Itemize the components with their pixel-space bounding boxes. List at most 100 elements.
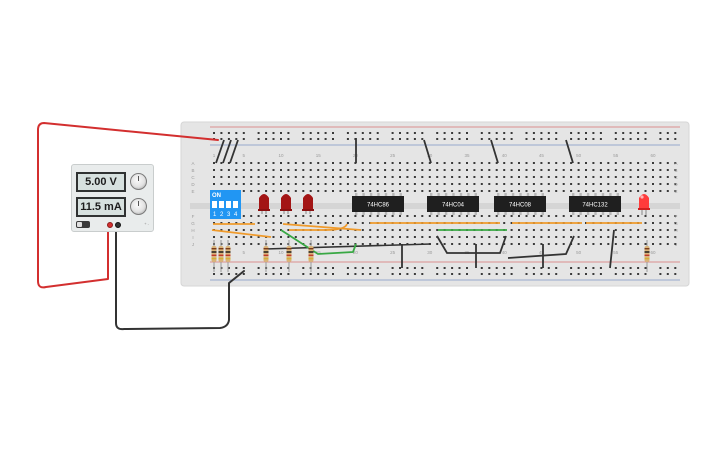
grid-hole[interactable] — [540, 183, 543, 185]
grid-hole[interactable] — [399, 243, 401, 245]
grid-hole[interactable] — [644, 236, 647, 238]
grid-hole[interactable] — [384, 215, 387, 217]
grid-hole[interactable] — [458, 169, 461, 171]
grid-hole[interactable] — [614, 169, 617, 171]
grid-hole[interactable] — [294, 190, 297, 192]
grid-hole[interactable] — [488, 176, 491, 178]
grid-hole[interactable] — [242, 229, 245, 231]
grid-hole[interactable] — [547, 190, 550, 192]
grid-hole[interactable] — [242, 169, 245, 171]
wire-orange-2[interactable] — [211, 229, 272, 238]
rail-hole[interactable] — [346, 132, 349, 134]
rail-hole[interactable] — [585, 138, 587, 140]
rail-hole[interactable] — [443, 132, 446, 134]
grid-hole[interactable] — [399, 229, 401, 231]
wire-black-chip2-gnd[interactable] — [436, 235, 507, 254]
grid-hole[interactable] — [495, 243, 498, 245]
rail-hole[interactable] — [503, 267, 506, 269]
rail-hole[interactable] — [555, 267, 558, 269]
rail-hole[interactable] — [280, 273, 282, 275]
wire-black-rail-1[interactable] — [215, 139, 225, 164]
grid-hole[interactable] — [384, 243, 387, 245]
grid-hole[interactable] — [339, 183, 342, 185]
grid-hole[interactable] — [518, 229, 520, 231]
grid-hole[interactable] — [272, 176, 275, 178]
grid-hole[interactable] — [547, 176, 550, 178]
rail-hole[interactable] — [540, 138, 543, 140]
rail-hole[interactable] — [399, 273, 401, 275]
wire-black-chip4-vcc[interactable] — [565, 139, 574, 164]
grid-hole[interactable] — [540, 229, 543, 231]
grid-hole[interactable] — [406, 183, 409, 185]
grid-hole[interactable] — [659, 183, 662, 185]
rail-hole[interactable] — [369, 132, 372, 134]
rail-hole[interactable] — [629, 267, 632, 269]
grid-hole[interactable] — [562, 176, 565, 178]
grid-hole[interactable] — [443, 236, 446, 238]
grid-hole[interactable] — [250, 229, 253, 231]
grid-hole[interactable] — [220, 169, 223, 171]
grid-hole[interactable] — [585, 190, 587, 192]
rail-hole[interactable] — [421, 267, 424, 269]
grid-hole[interactable] — [666, 190, 669, 192]
grid-hole[interactable] — [652, 229, 654, 231]
rail-hole[interactable] — [666, 138, 669, 140]
rail-hole[interactable] — [376, 132, 379, 134]
grid-hole[interactable] — [324, 176, 327, 178]
grid-hole[interactable] — [413, 215, 416, 217]
rail-hole[interactable] — [421, 138, 424, 140]
grid-hole[interactable] — [413, 162, 416, 164]
grid-hole[interactable] — [532, 183, 535, 185]
grid-hole[interactable] — [473, 190, 476, 192]
grid-hole[interactable] — [317, 236, 320, 238]
rail-hole[interactable] — [399, 267, 401, 269]
rail-hole[interactable] — [547, 132, 550, 134]
grid-hole[interactable] — [265, 162, 268, 164]
grid-hole[interactable] — [272, 190, 275, 192]
rail-hole[interactable] — [451, 138, 454, 140]
grid-hole[interactable] — [540, 243, 543, 245]
grid-hole[interactable] — [272, 222, 275, 224]
grid-hole[interactable] — [644, 169, 647, 171]
grid-hole[interactable] — [480, 190, 483, 192]
grid-hole[interactable] — [332, 215, 334, 217]
grid-hole[interactable] — [287, 243, 290, 245]
resistor[interactable] — [263, 240, 269, 272]
grid-hole[interactable] — [294, 183, 297, 185]
rail-hole[interactable] — [495, 132, 498, 134]
grid-hole[interactable] — [436, 215, 439, 217]
grid-hole[interactable] — [570, 169, 573, 171]
grid-hole[interactable] — [637, 176, 640, 178]
grid-hole[interactable] — [272, 183, 275, 185]
grid-hole[interactable] — [421, 215, 424, 217]
grid-hole[interactable] — [614, 183, 617, 185]
rail-hole[interactable] — [302, 132, 305, 134]
grid-hole[interactable] — [332, 183, 334, 185]
rail-hole[interactable] — [495, 267, 498, 269]
rail-hole[interactable] — [666, 273, 669, 275]
rail-hole[interactable] — [532, 138, 535, 140]
grid-hole[interactable] — [518, 183, 520, 185]
grid-hole[interactable] — [540, 176, 543, 178]
rail-hole[interactable] — [346, 267, 349, 269]
rail-hole[interactable] — [488, 132, 491, 134]
grid-hole[interactable] — [250, 176, 253, 178]
grid-hole[interactable] — [354, 236, 357, 238]
grid-hole[interactable] — [659, 215, 662, 217]
rail-hole[interactable] — [399, 138, 401, 140]
rail-hole[interactable] — [510, 273, 513, 275]
grid-hole[interactable] — [629, 215, 632, 217]
grid-hole[interactable] — [570, 236, 573, 238]
rail-hole[interactable] — [480, 138, 483, 140]
rail-hole[interactable] — [592, 132, 595, 134]
grid-hole[interactable] — [428, 229, 431, 231]
grid-hole[interactable] — [547, 169, 550, 171]
rail-hole[interactable] — [577, 273, 580, 275]
rail-hole[interactable] — [287, 132, 290, 134]
grid-hole[interactable] — [384, 162, 387, 164]
rail-hole[interactable] — [332, 267, 334, 269]
rail-hole[interactable] — [369, 273, 372, 275]
rail-hole[interactable] — [413, 132, 416, 134]
grid-hole[interactable] — [227, 222, 230, 224]
grid-hole[interactable] — [227, 229, 230, 231]
